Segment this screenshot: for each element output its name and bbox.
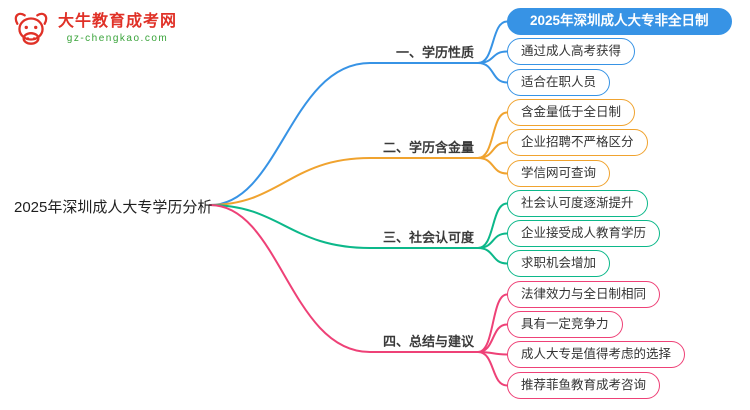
connector-line bbox=[209, 62, 479, 206]
site-logo: 大牛教育成考网 gz-chengkao.com bbox=[10, 8, 177, 50]
branch4-connectors bbox=[209, 204, 508, 387]
branch-label-4: 四、总结与建议 bbox=[382, 334, 474, 349]
branch3-connectors bbox=[209, 202, 508, 265]
leaf-node: 企业接受成人教育学历 bbox=[507, 220, 661, 247]
connector-line bbox=[209, 157, 479, 206]
leaf-node: 通过成人高考获得 bbox=[507, 38, 636, 65]
leaf-node: 2025年深圳成人大专非全日制 bbox=[507, 8, 732, 35]
connector-line bbox=[477, 247, 508, 265]
leaf-node: 法律效力与全日制相同 bbox=[507, 281, 661, 308]
branch1-connectors bbox=[209, 20, 508, 206]
connector-line bbox=[209, 204, 479, 353]
branch2-connectors bbox=[209, 111, 508, 206]
branch-label-3: 三、社会认可度 bbox=[382, 230, 474, 245]
connector-line bbox=[477, 62, 508, 84]
connector-line bbox=[477, 157, 508, 175]
branch-label-1: 一、学历性质 bbox=[395, 45, 474, 60]
leaf-node: 求职机会增加 bbox=[507, 250, 611, 277]
leaf-node: 企业招聘不严格区分 bbox=[507, 129, 648, 156]
connector-line bbox=[477, 293, 508, 353]
leaf-node: 具有一定竞争力 bbox=[507, 311, 623, 338]
logo-subtitle: gz-chengkao.com bbox=[66, 33, 169, 45]
leaf-node: 社会认可度逐渐提升 bbox=[507, 190, 648, 217]
logo-text: 大牛教育成考网 gz-chengkao.com bbox=[58, 13, 177, 45]
branch-label-2: 二、学历含金量 bbox=[382, 140, 474, 155]
root-node: 2025年深圳成人大专学历分析 bbox=[14, 199, 213, 216]
leaf-node: 成人大专是值得考虑的选择 bbox=[507, 341, 686, 368]
bull-icon bbox=[14, 12, 48, 45]
leaf-node: 适合在职人员 bbox=[507, 69, 611, 96]
connector-line bbox=[477, 351, 508, 387]
connector-line bbox=[209, 204, 479, 249]
leaf-node: 学信网可查询 bbox=[507, 160, 611, 187]
leaf-node: 含金量低于全日制 bbox=[507, 99, 636, 126]
leaf-node: 推荐菲鱼教育成考咨询 bbox=[507, 372, 661, 399]
logo-title: 大牛教育成考网 bbox=[58, 13, 178, 31]
